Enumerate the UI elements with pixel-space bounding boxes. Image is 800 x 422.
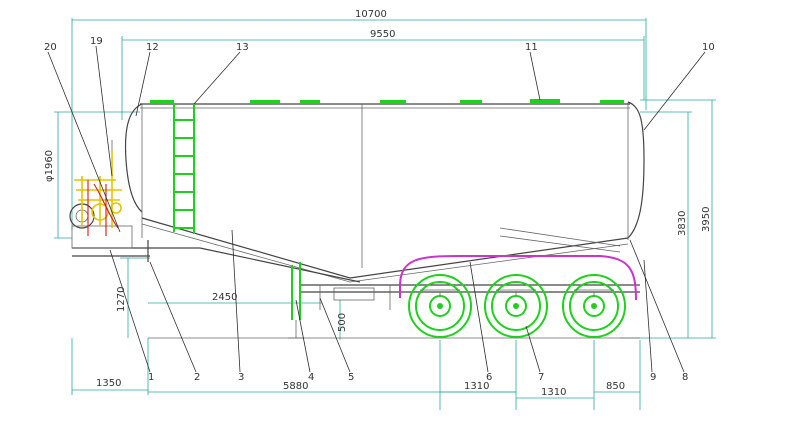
wheel-3 xyxy=(562,274,626,338)
callout-leaders xyxy=(47,45,706,373)
wheel-2 xyxy=(484,274,548,338)
dim-3830: 3830 xyxy=(677,211,688,236)
front-piping xyxy=(69,140,133,249)
suspension xyxy=(420,289,614,296)
dim-overall-length: 10700 xyxy=(355,9,387,20)
callout-1: 1 xyxy=(148,372,154,383)
callout-3: 3 xyxy=(238,372,244,383)
fender xyxy=(399,255,637,301)
callouts: 20 19 12 13 11 10 1 2 3 4 5 6 7 9 8 xyxy=(44,36,715,383)
wheel-1 xyxy=(408,274,472,338)
dim-1270: 1270 xyxy=(116,287,127,312)
tank-body xyxy=(124,99,645,283)
callout-12: 12 xyxy=(146,42,159,53)
callout-7: 7 xyxy=(538,372,544,383)
callout-20: 20 xyxy=(44,42,57,53)
callout-19: 19 xyxy=(90,36,103,47)
callout-6: 6 xyxy=(486,372,492,383)
dim-rear-overhang: 850 xyxy=(606,381,625,392)
left-dimensions: φ1960 1270 xyxy=(44,111,150,338)
dim-axle-spacing-1: 1310 xyxy=(464,381,489,392)
dim-3950: 3950 xyxy=(701,207,712,232)
dim-tank-diameter: φ1960 xyxy=(44,150,55,182)
right-dimensions: 3830 3950 xyxy=(620,99,716,339)
manholes xyxy=(150,99,624,104)
callout-10: 10 xyxy=(702,42,715,53)
dim-tank-length: 9550 xyxy=(370,29,395,40)
callout-11: 11 xyxy=(525,42,538,53)
dim-front-overhang: 1350 xyxy=(96,378,121,389)
dim-500: 500 xyxy=(337,313,348,332)
callout-8: 8 xyxy=(682,372,688,383)
dim-2450: 2450 xyxy=(212,292,237,303)
callout-5: 5 xyxy=(348,372,354,383)
callout-9: 9 xyxy=(650,372,656,383)
bottom-dimensions: 2450 500 1350 5880 1310 1310 850 xyxy=(71,292,641,410)
wheels xyxy=(408,274,626,338)
callout-2: 2 xyxy=(194,372,200,383)
chassis xyxy=(72,227,640,339)
top-dimensions: 10700 9550 xyxy=(71,9,647,230)
dim-5880: 5880 xyxy=(283,381,308,392)
dim-axle-spacing-2: 1310 xyxy=(541,387,566,398)
ladder xyxy=(173,104,195,234)
callout-13: 13 xyxy=(236,42,249,53)
callout-4: 4 xyxy=(308,372,314,383)
